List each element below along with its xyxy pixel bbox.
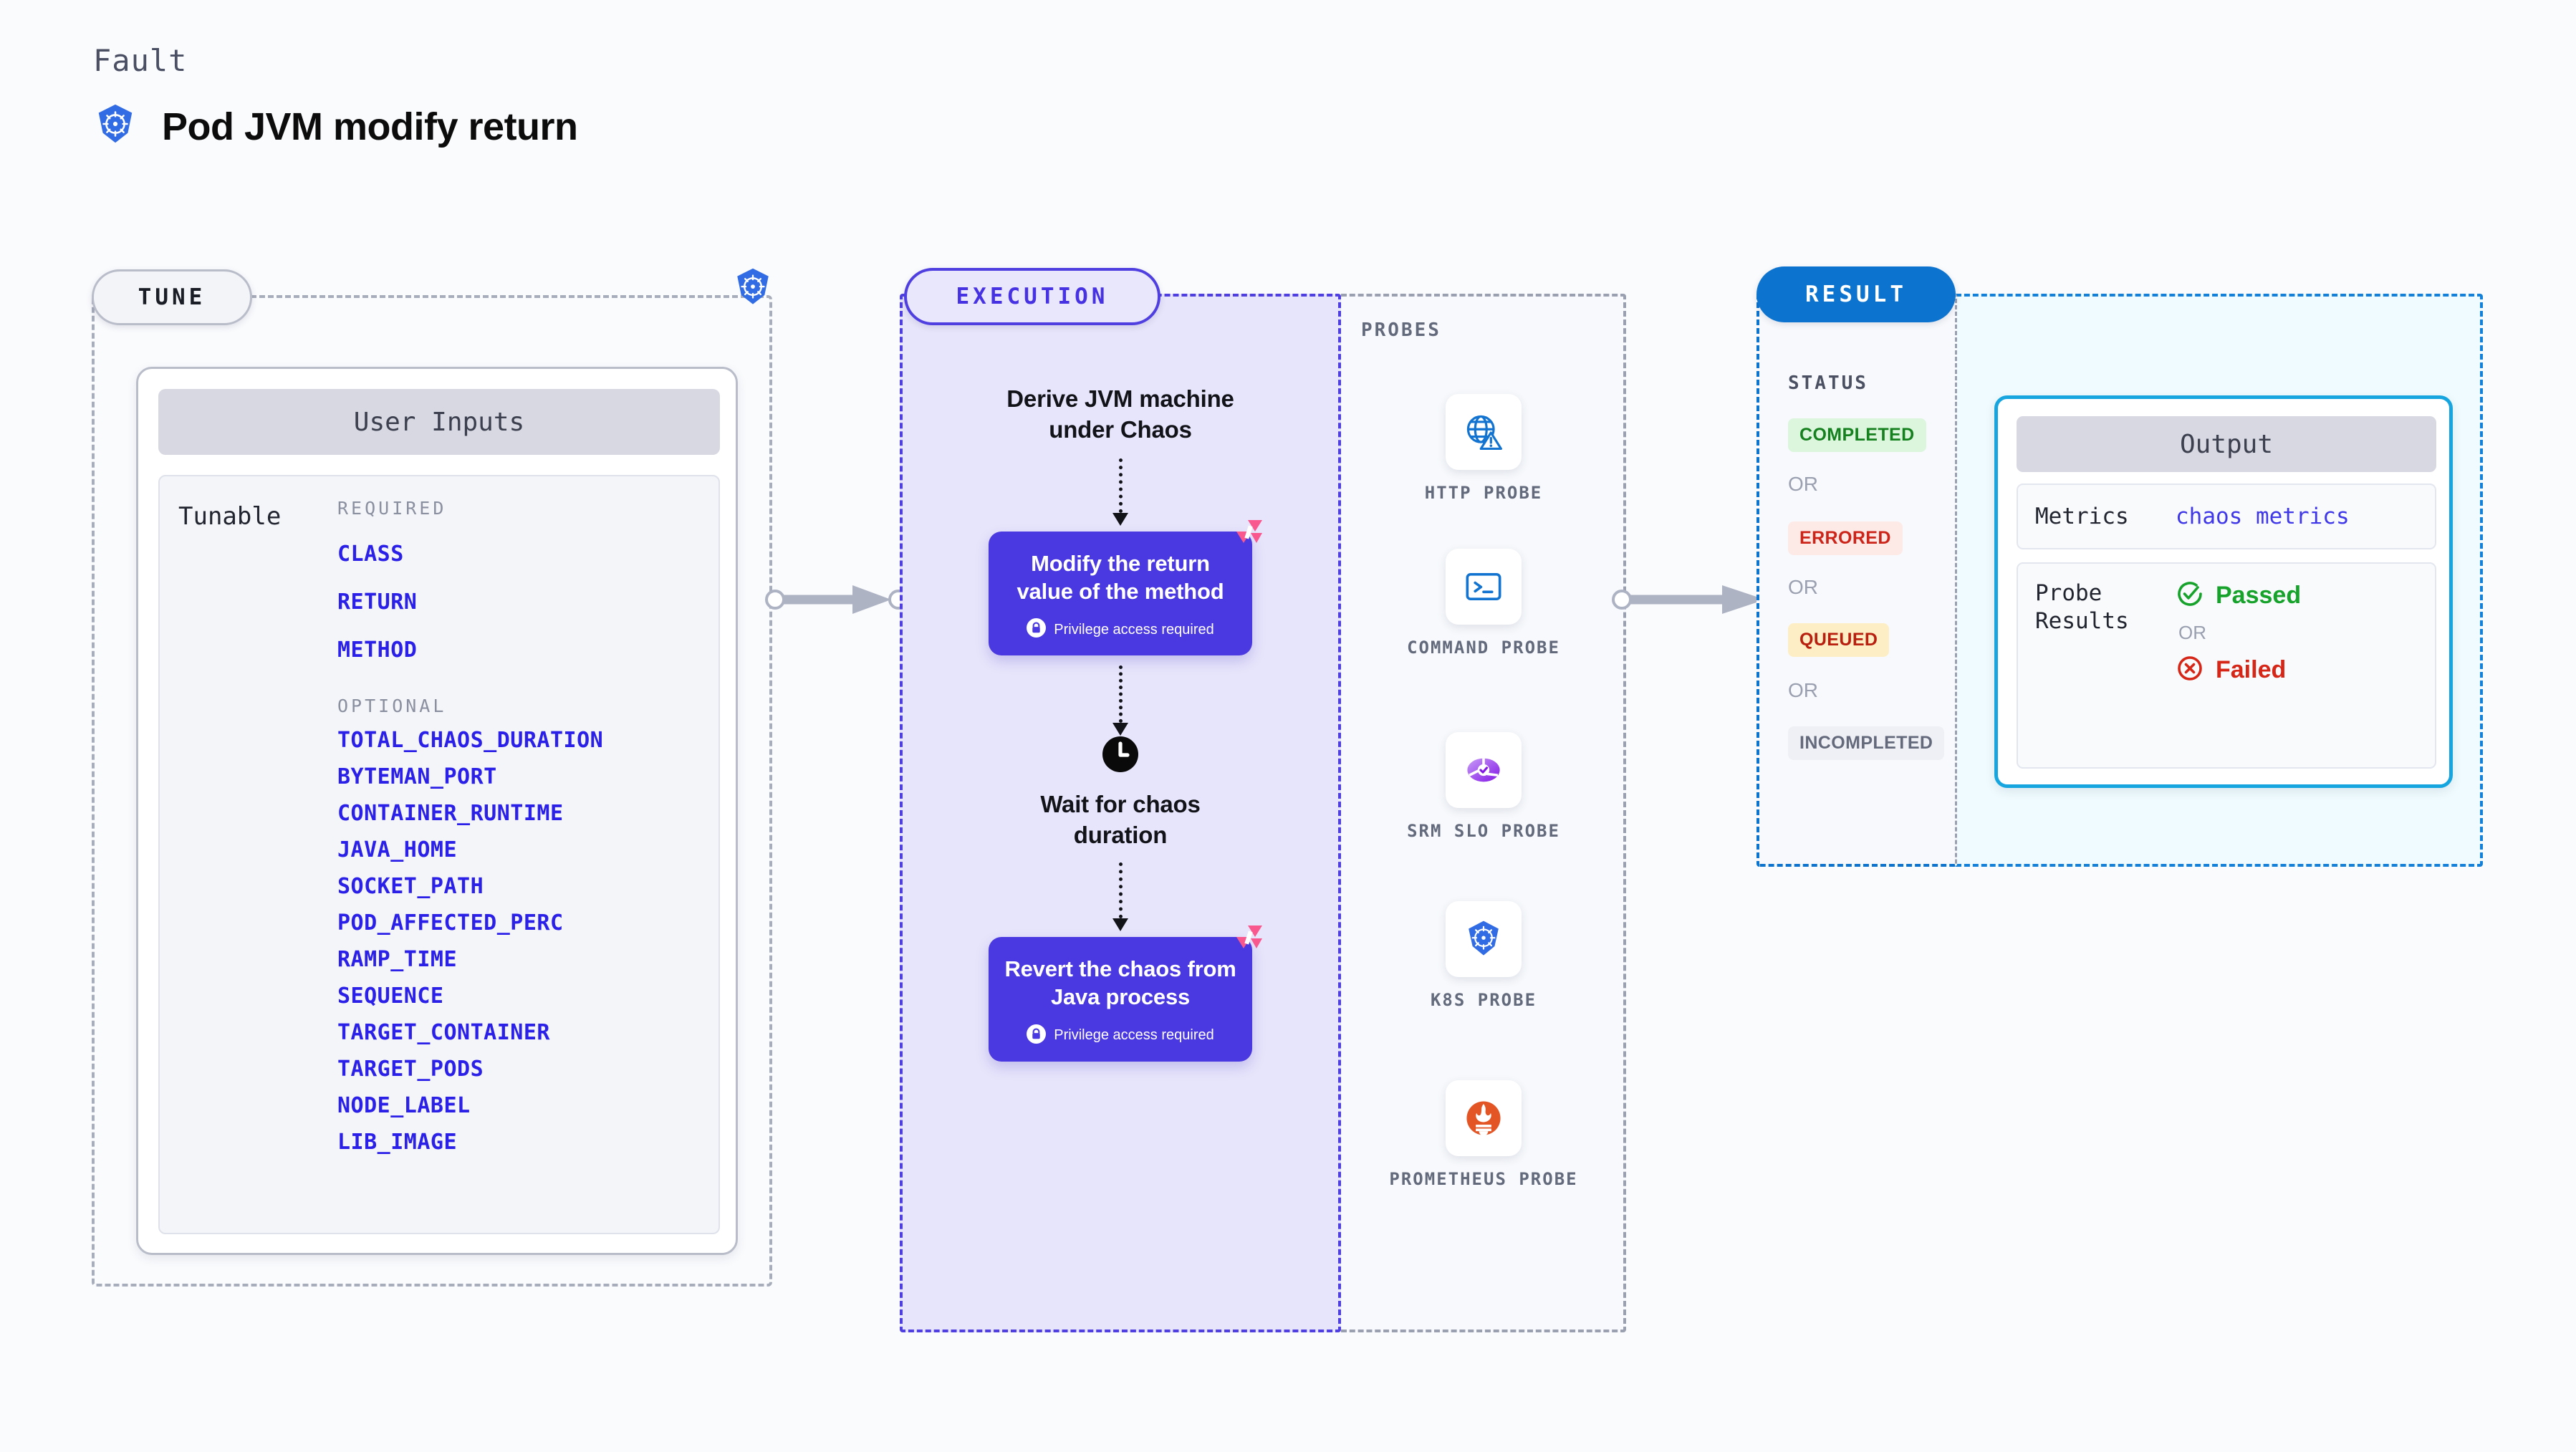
probe-label: K8S PROBE <box>1430 990 1537 1010</box>
param-item[interactable]: POD_AFFECTED_PERC <box>337 910 564 936</box>
probe-label: COMMAND PROBE <box>1407 638 1560 658</box>
param-item[interactable]: RAMP_TIME <box>337 947 458 972</box>
param-item[interactable]: NODE_LABEL <box>337 1093 471 1118</box>
param-item[interactable]: LIB_IMAGE <box>337 1130 458 1155</box>
tune-panel <box>92 295 772 1287</box>
probe-item-srm-slo[interactable]: SRM SLO PROBE <box>1383 732 1584 842</box>
probe-result-failed: Failed <box>2176 654 2301 686</box>
optional-heading: OPTIONAL <box>337 696 447 716</box>
or-label: OR <box>1788 473 1818 495</box>
x-circle-icon <box>2176 654 2204 686</box>
check-circle-icon <box>2176 580 2204 612</box>
tunable-box: Tunable REQUIRED CLASS RETURN METHOD OPT… <box>158 475 720 1234</box>
output-card: Output Metrics chaos metrics Probe Resul… <box>1994 395 2453 788</box>
privilege-row: Privilege access required <box>1003 618 1238 641</box>
required-heading: REQUIRED <box>337 498 447 519</box>
privilege-text: Privilege access required <box>1054 621 1214 638</box>
status-badge-errored: ERRORED <box>1788 521 1903 555</box>
param-item[interactable]: TARGET_PODS <box>337 1057 484 1082</box>
param-item[interactable]: CONTAINER_RUNTIME <box>337 801 564 826</box>
flow-arrow-icon <box>1112 862 1128 932</box>
or-label: OR <box>2178 622 2206 643</box>
parameter-column: REQUIRED CLASS RETURN METHOD OPTIONAL TO… <box>337 498 710 1155</box>
probe-results-key: Probe Results <box>2035 580 2129 634</box>
kubernetes-icon <box>1446 901 1522 977</box>
fault-label: Fault <box>93 43 188 78</box>
probe-label: PROMETHEUS PROBE <box>1389 1169 1578 1189</box>
tune-pill[interactable]: TUNE <box>92 269 252 325</box>
optional-param-list: TOTAL_CHAOS_DURATION BYTEMAN_PORT CONTAI… <box>337 728 710 1155</box>
probe-result-passed: Passed <box>2176 580 2301 612</box>
param-item[interactable]: TARGET_CONTAINER <box>337 1020 550 1045</box>
passed-label: Passed <box>2216 582 2302 609</box>
probe-results-values: Passed OR Failed <box>2176 580 2301 686</box>
or-label: OR <box>1788 679 1818 701</box>
litmus-icon <box>1229 923 1265 962</box>
status-badge-queued: QUEUED <box>1788 623 1890 657</box>
flow-arrow-icon <box>1112 458 1128 526</box>
globe-warning-icon <box>1446 394 1522 470</box>
connector-tune-to-execution <box>765 580 908 619</box>
execution-step-revert-card[interactable]: Revert the chaos from Java process Privi… <box>989 925 1262 1062</box>
param-item[interactable]: BYTEMAN_PORT <box>337 764 497 789</box>
title-row: Pod JVM modify return <box>93 102 578 150</box>
terminal-icon <box>1446 549 1522 625</box>
param-item[interactable]: TOTAL_CHAOS_DURATION <box>337 728 604 753</box>
result-pill[interactable]: RESULT <box>1756 266 1956 322</box>
flow-arrow-icon <box>1112 665 1128 736</box>
kubernetes-icon <box>93 102 138 150</box>
srm-slo-icon <box>1446 732 1522 808</box>
output-header: Output <box>2017 416 2436 472</box>
param-item[interactable]: SOCKET_PATH <box>337 874 484 899</box>
failed-label: Failed <box>2216 656 2287 683</box>
execution-step-modify-title: Modify the return value of the method <box>1017 550 1224 604</box>
param-item[interactable]: METHOD <box>337 638 418 663</box>
param-item[interactable]: JAVA_HOME <box>337 837 458 862</box>
probe-results-row: Probe Results Passed OR <box>2017 562 2436 769</box>
probe-item-command[interactable]: COMMAND PROBE <box>1383 549 1584 659</box>
page-title: Pod JVM modify return <box>162 105 578 148</box>
param-item[interactable]: RETURN <box>337 590 418 615</box>
execution-flow: Derive JVM machine under Chaos Modify th… <box>900 294 1341 1332</box>
or-label: OR <box>1788 576 1818 598</box>
status-badge-completed: COMPLETED <box>1788 418 1926 452</box>
prometheus-icon <box>1446 1080 1522 1156</box>
litmus-icon <box>1229 517 1265 557</box>
execution-step-wait: Wait for chaos duration <box>1040 791 1201 849</box>
probe-item-k8s[interactable]: K8S PROBE <box>1383 901 1584 1011</box>
param-item[interactable]: SEQUENCE <box>337 984 444 1009</box>
param-item[interactable]: CLASS <box>337 542 404 567</box>
kubernetes-icon <box>732 266 774 312</box>
probes-heading: PROBES <box>1361 319 1441 341</box>
user-inputs-card: User Inputs Tunable REQUIRED CLASS RETUR… <box>136 367 738 1255</box>
lock-icon <box>1027 618 1047 641</box>
lock-icon <box>1027 1024 1047 1047</box>
probe-label: HTTP PROBE <box>1424 483 1543 503</box>
metrics-key: Metrics <box>2035 503 2129 529</box>
probe-item-prometheus[interactable]: PROMETHEUS PROBE <box>1383 1080 1584 1191</box>
tunable-label: Tunable <box>178 502 282 531</box>
page-header: Fault Pod JVM modify return <box>93 43 578 150</box>
privilege-row: Privilege access required <box>1003 1024 1238 1047</box>
privilege-text: Privilege access required <box>1054 1027 1214 1044</box>
status-badge-incompleted: INCOMPLETED <box>1788 726 1945 760</box>
execution-step-modify-card[interactable]: Modify the return value of the method Pr… <box>989 519 1262 656</box>
execution-pill[interactable]: EXECUTION <box>904 268 1160 325</box>
execution-step-derive: Derive JVM machine under Chaos <box>1006 385 1234 443</box>
metrics-value[interactable]: chaos metrics <box>2176 504 2350 529</box>
required-param-list: CLASS RETURN METHOD <box>337 542 710 663</box>
status-heading: STATUS <box>1788 372 1868 394</box>
metrics-row: Metrics chaos metrics <box>2017 484 2436 549</box>
user-inputs-header: User Inputs <box>158 389 720 455</box>
probe-label: SRM SLO PROBE <box>1407 821 1560 841</box>
clock-icon <box>1102 736 1139 777</box>
execution-step-revert-title: Revert the chaos from Java process <box>1004 956 1236 1009</box>
probe-item-http[interactable]: HTTP PROBE <box>1383 394 1584 504</box>
